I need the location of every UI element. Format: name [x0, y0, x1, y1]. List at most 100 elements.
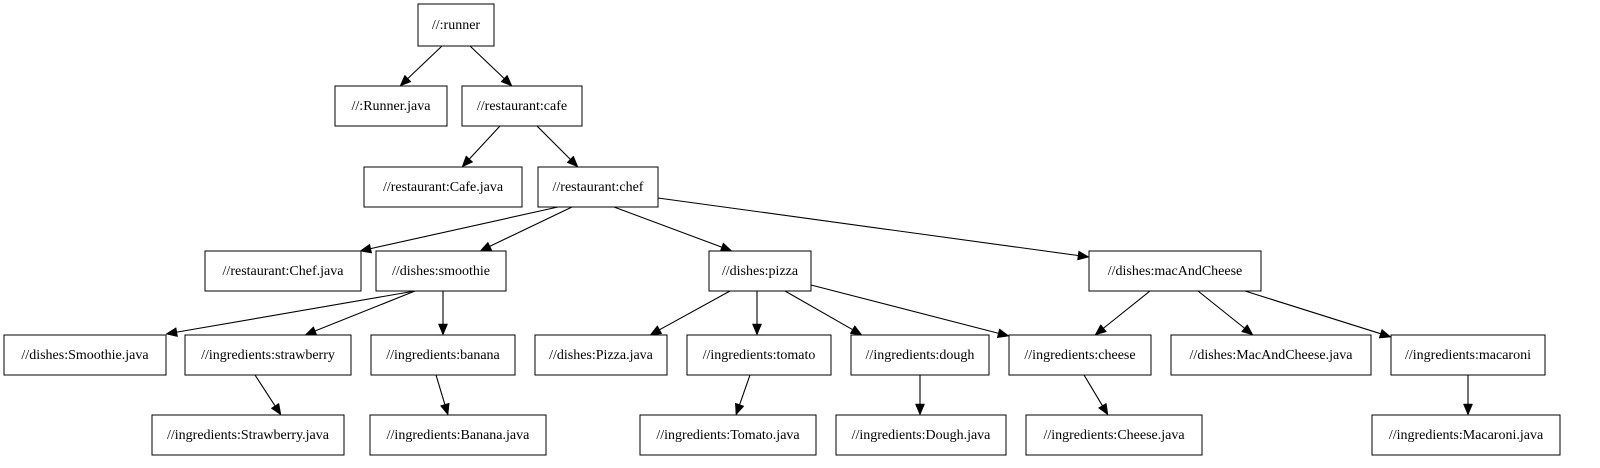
node-box[interactable]: [204, 250, 362, 292]
node-label: //ingredients:cheese: [1024, 348, 1135, 363]
node-mac_java[interactable]: //dishes:MacAndCheese.java: [1170, 334, 1372, 376]
node-runner[interactable]: //:runner: [417, 3, 495, 47]
arrowhead-icon: [461, 155, 474, 168]
node-label: //restaurant:Chef.java: [223, 264, 345, 279]
node-box[interactable]: [369, 414, 547, 456]
edge-ing_cheese-to-cheese_java: [1083, 374, 1109, 416]
node-banana_java[interactable]: //ingredients:Banana.java: [369, 414, 547, 456]
node-dishes_mac[interactable]: //dishes:macAndCheese: [1088, 250, 1262, 292]
arrowhead-icon: [438, 323, 448, 336]
node-runner_java[interactable]: //:Runner.java: [334, 85, 448, 127]
edge-line: [1083, 374, 1103, 406]
node-dishes_smoothie[interactable]: //dishes:smoothie: [375, 250, 507, 292]
node-label: //dishes:pizza: [722, 264, 799, 279]
node-label: //ingredients:Tomato.java: [656, 428, 800, 443]
node-label: //dishes:macAndCheese: [1108, 264, 1243, 279]
node-box[interactable]: [1025, 414, 1203, 456]
edge-line: [739, 374, 751, 405]
node-ing_cheese[interactable]: //ingredients:cheese: [1008, 334, 1152, 376]
arrowhead-icon: [1378, 328, 1392, 339]
arrowhead-icon: [735, 402, 745, 416]
node-box[interactable]: [417, 3, 495, 47]
node-box[interactable]: [461, 85, 583, 127]
node-chef_java[interactable]: //restaurant:Chef.java: [204, 250, 362, 292]
arrowhead-icon: [1463, 403, 1473, 416]
node-label: //ingredients:Dough.java: [852, 428, 992, 443]
node-box[interactable]: [835, 414, 1007, 456]
arrowhead-icon: [1077, 250, 1090, 261]
node-ing_macaroni[interactable]: //ingredients:macaroni: [1390, 334, 1546, 376]
edge-dishes_pizza-to-ing_cheese: [810, 284, 1010, 339]
edge-line: [1197, 290, 1245, 329]
node-label: //ingredients:Cheese.java: [1043, 428, 1185, 443]
node-box[interactable]: [537, 166, 659, 208]
edge-line: [370, 206, 559, 250]
node-label: //ingredients:dough: [866, 348, 975, 363]
arrowhead-icon: [270, 402, 282, 416]
node-box[interactable]: [334, 85, 448, 127]
edge-runner-to-runner_java: [399, 45, 443, 87]
node-label: //:Runner.java: [352, 99, 432, 114]
edge-line: [435, 374, 446, 405]
edge-line: [469, 45, 505, 79]
arrowhead-icon: [479, 241, 493, 252]
edge-restaurant_chef-to-dishes_smoothie: [479, 206, 573, 252]
node-restaurant_chef[interactable]: //restaurant:chef: [537, 166, 659, 208]
edge-layer: [165, 45, 1473, 416]
node-box[interactable]: [850, 334, 990, 376]
node-box[interactable]: [708, 250, 812, 292]
edge-line: [469, 125, 501, 160]
arrowhead-icon: [915, 403, 925, 416]
edge-dishes_smoothie-to-ing_strawberry: [304, 290, 416, 336]
node-cheese_java[interactable]: //ingredients:Cheese.java: [1025, 414, 1203, 456]
arrowhead-icon: [719, 242, 733, 252]
edge-line: [176, 290, 416, 333]
edge-ing_macaroni-to-macaroni_java: [1463, 375, 1473, 416]
node-box[interactable]: [3, 334, 167, 376]
node-dough_java[interactable]: //ingredients:Dough.java: [835, 414, 1007, 456]
node-box[interactable]: [375, 250, 507, 292]
node-box[interactable]: [1390, 334, 1546, 376]
node-label: //ingredients:Banana.java: [387, 428, 530, 443]
node-ing_dough[interactable]: //ingredients:dough: [850, 334, 990, 376]
edge-dishes_mac-to-mac_java: [1197, 290, 1254, 336]
node-ing_tomato[interactable]: //ingredients:tomato: [686, 334, 832, 376]
edge-dishes_pizza-to-pizza_java: [649, 290, 731, 336]
node-tomato_java[interactable]: //ingredients:Tomato.java: [639, 414, 817, 456]
edge-dishes_mac-to-ing_macaroni: [1244, 290, 1392, 339]
node-restaurant_cafe[interactable]: //restaurant:cafe: [461, 85, 583, 127]
node-box[interactable]: [184, 334, 352, 376]
edge-line: [489, 206, 573, 247]
node-label: //ingredients:tomato: [703, 348, 816, 363]
node-label: //:runner: [432, 18, 481, 33]
node-label: //dishes:Pizza.java: [549, 348, 654, 363]
edge-dishes_pizza-to-ing_tomato: [752, 291, 762, 336]
edge-ing_dough-to-dough_java: [915, 375, 925, 416]
node-box[interactable]: [363, 166, 523, 208]
node-ing_banana[interactable]: //ingredients:banana: [370, 334, 516, 376]
edge-restaurant_cafe-to-cafe_java: [461, 125, 501, 168]
node-label: //ingredients:banana: [386, 348, 500, 363]
node-box[interactable]: [1371, 414, 1561, 456]
edge-runner-to-restaurant_cafe: [469, 45, 513, 87]
node-strawberry_java[interactable]: //ingredients:Strawberry.java: [151, 414, 345, 456]
node-smoothie_java[interactable]: //dishes:Smoothie.java: [3, 334, 167, 376]
node-dishes_pizza[interactable]: //dishes:pizza: [708, 250, 812, 292]
edge-line: [784, 290, 853, 331]
edge-line: [407, 45, 443, 79]
node-box[interactable]: [151, 414, 345, 456]
node-box[interactable]: [1170, 334, 1372, 376]
node-pizza_java[interactable]: //dishes:Pizza.java: [534, 334, 668, 376]
node-box[interactable]: [370, 334, 516, 376]
node-box[interactable]: [639, 414, 817, 456]
edge-line: [613, 206, 722, 248]
node-box[interactable]: [1008, 334, 1152, 376]
node-box[interactable]: [686, 334, 832, 376]
node-box[interactable]: [1088, 250, 1262, 292]
node-box[interactable]: [534, 334, 668, 376]
node-macaroni_java[interactable]: //ingredients:Macaroni.java: [1371, 414, 1561, 456]
edge-dishes_smoothie-to-smoothie_java: [165, 290, 416, 337]
node-cafe_java[interactable]: //restaurant:Cafe.java: [363, 166, 523, 208]
node-ing_strawberry[interactable]: //ingredients:strawberry: [184, 334, 352, 376]
arrowhead-icon: [849, 325, 863, 336]
